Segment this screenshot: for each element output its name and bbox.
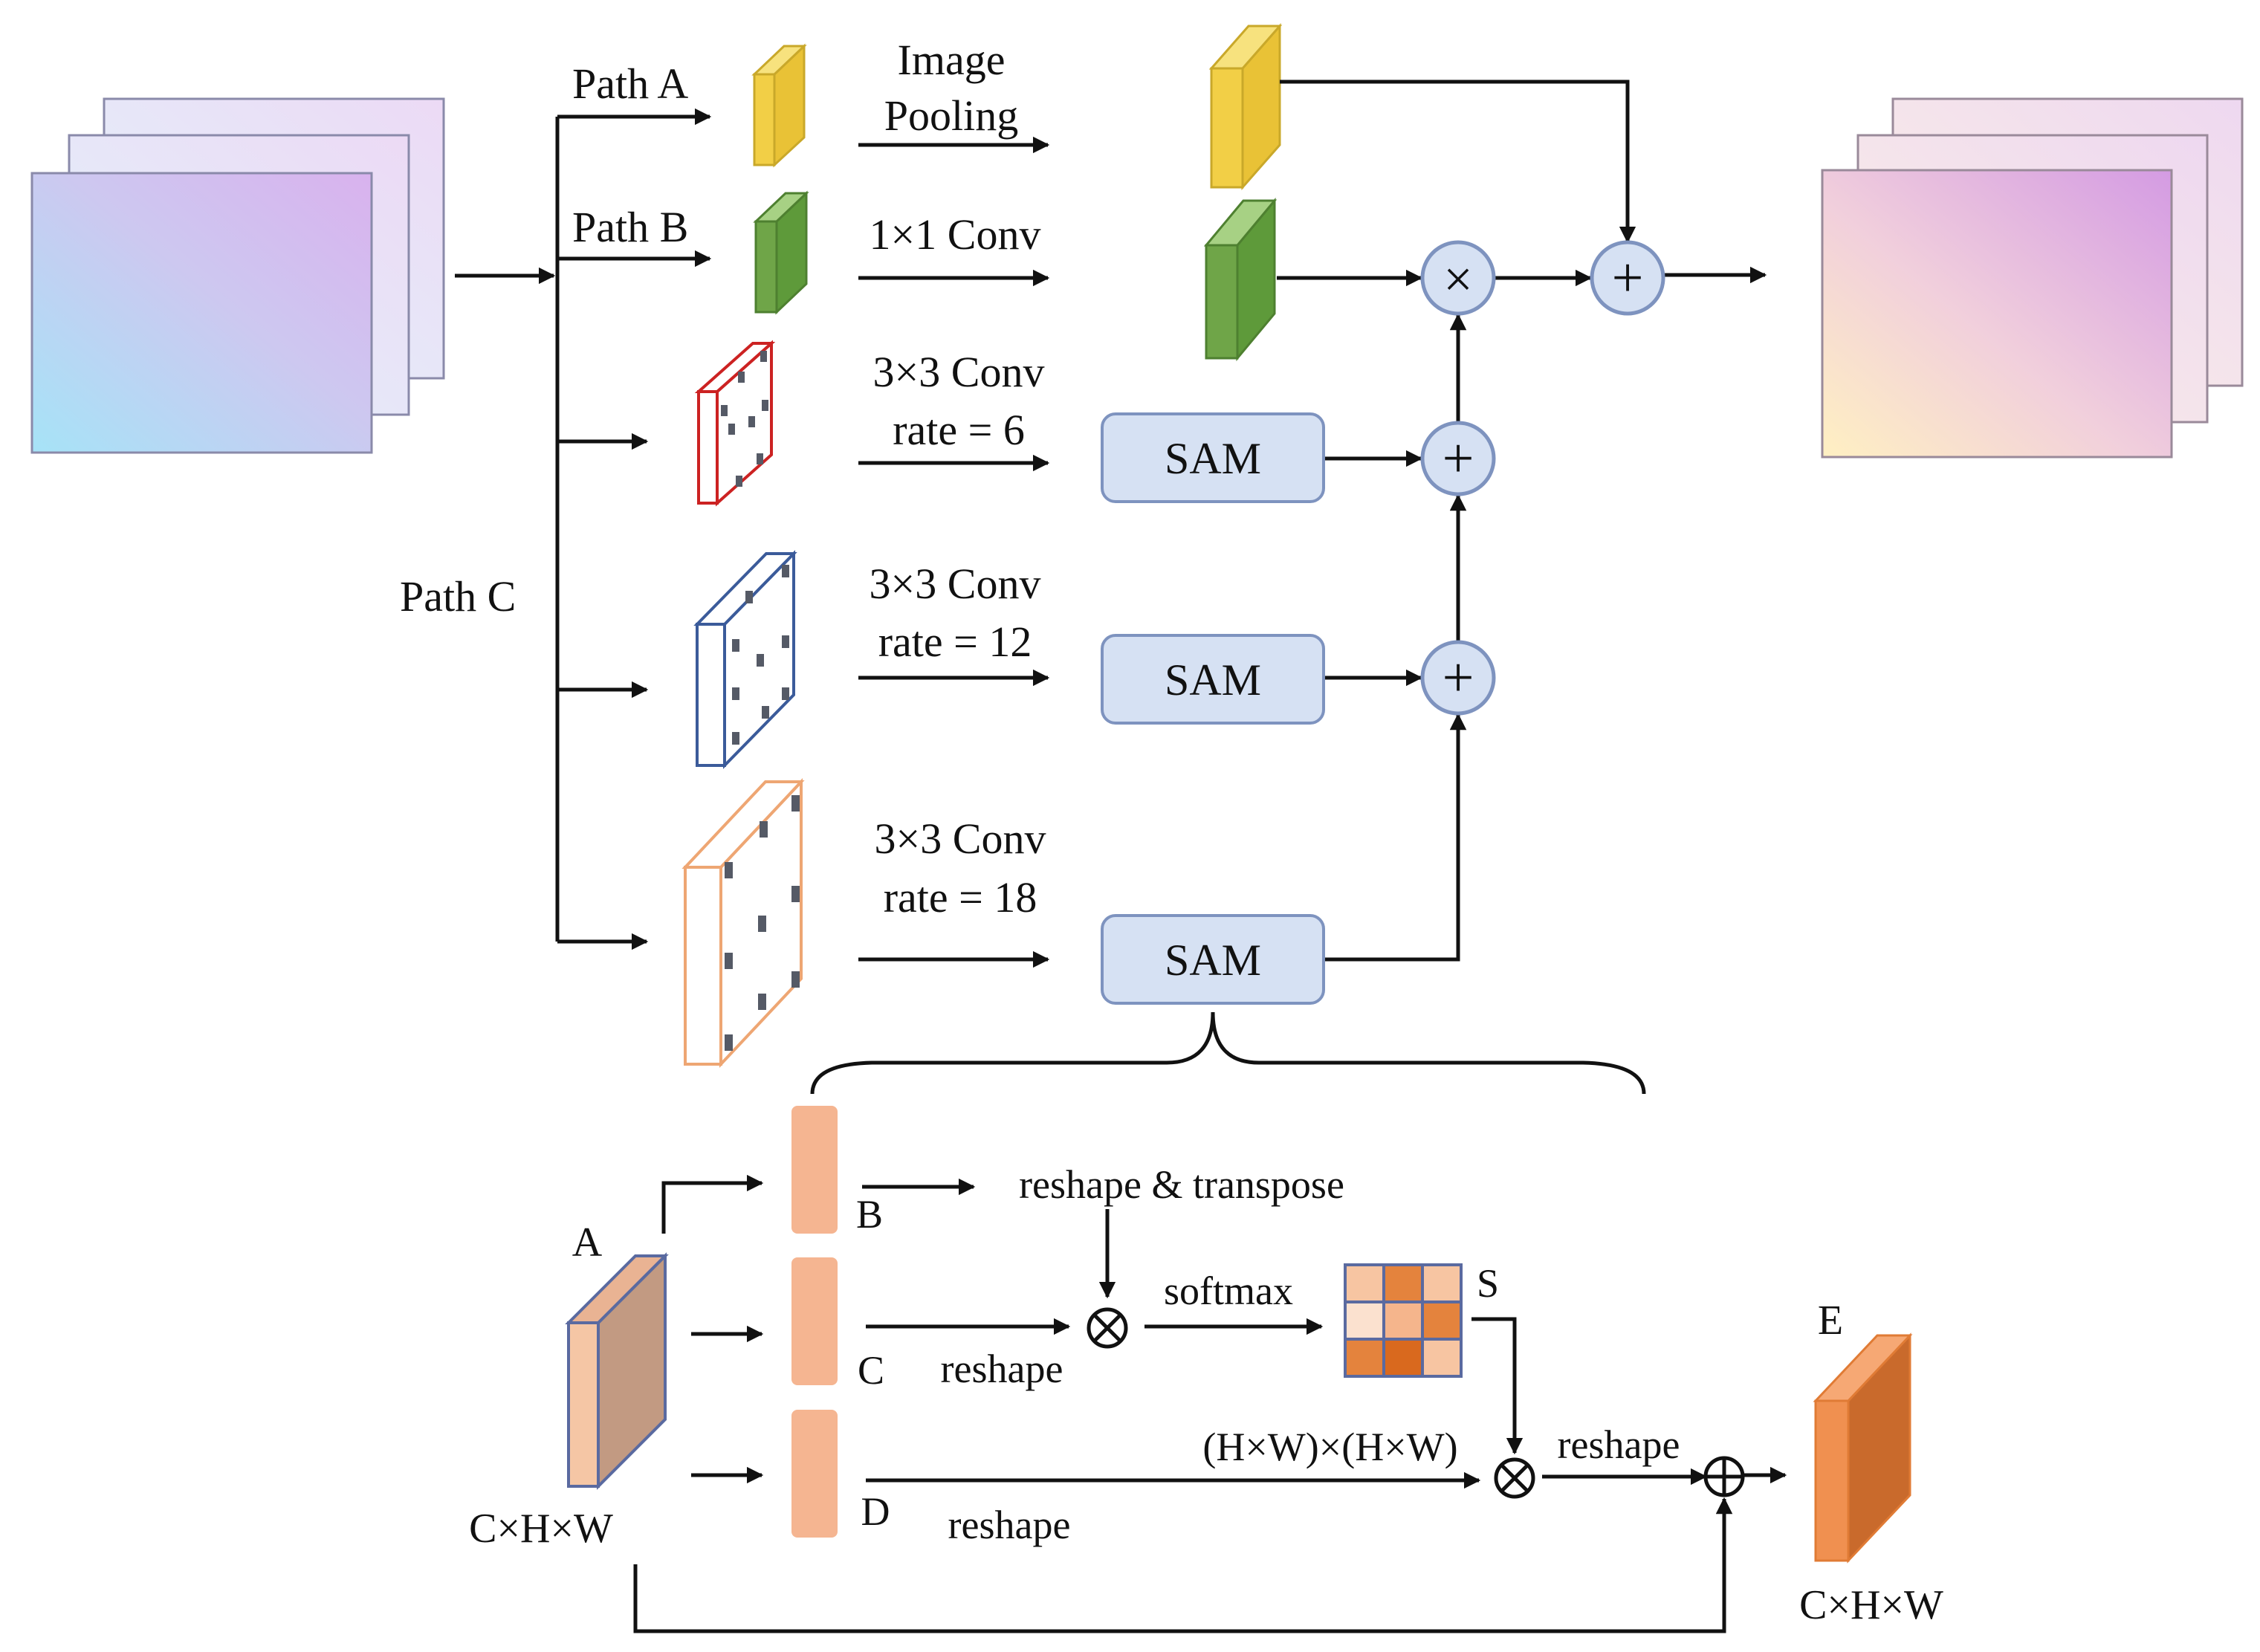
elementwise-add-operator — [1703, 1456, 1745, 1497]
sam-detail-lines — [633, 1174, 1787, 1633]
feature-a-block — [565, 1252, 669, 1490]
path-a-label: Path A — [572, 59, 688, 108]
multiply-operator: × — [1420, 240, 1496, 316]
image-pooling-label-line1: Image — [898, 36, 1006, 84]
sam-box-2-label: SAM — [1165, 655, 1261, 704]
conv1-block-small — [753, 190, 809, 315]
sam-box-3-label: SAM — [1165, 936, 1261, 985]
path-c-label: Path C — [400, 572, 516, 621]
branch-d-bar — [791, 1410, 838, 1538]
branch-c-label: C — [858, 1348, 884, 1393]
sam-box-1: SAM — [1101, 412, 1325, 503]
branch-c-bar — [791, 1257, 838, 1385]
feature-a-dims: C×H×W — [469, 1506, 613, 1552]
reshape-out-label: reshape — [1558, 1422, 1680, 1467]
sam-box-1-label: SAM — [1165, 434, 1261, 483]
input-split-lines — [455, 108, 712, 950]
add-operator-sam2: + — [1420, 640, 1496, 716]
pooling-block-large — [1208, 23, 1283, 190]
output-e-label: E — [1818, 1298, 1843, 1344]
softmax-label: softmax — [1164, 1269, 1293, 1313]
rate18-label-line1: 3×3 Conv — [875, 814, 1046, 863]
rate6-label-line1: 3×3 Conv — [873, 348, 1045, 396]
rate6-conv-block — [694, 340, 776, 507]
add-operator-top: + — [1590, 240, 1665, 316]
reshape-transpose-label: reshape & transpose — [1019, 1162, 1344, 1207]
branch-b-bar — [791, 1106, 838, 1234]
reshape-c-label: reshape — [941, 1347, 1063, 1391]
pooling-block-small — [751, 43, 807, 168]
sam-box-3: SAM — [1101, 914, 1325, 1005]
matmul-operator-2 — [1494, 1457, 1535, 1499]
rate12-label-line1: 3×3 Conv — [870, 560, 1041, 608]
rate18-conv-block — [681, 777, 805, 1069]
rate12-label-line2: rate = 12 — [878, 618, 1032, 666]
rate6-label-line2: rate = 6 — [893, 406, 1025, 454]
conv1-block-large — [1203, 197, 1278, 362]
output-e-dims: C×H×W — [1799, 1582, 1943, 1628]
branch-d-label: D — [861, 1489, 890, 1534]
branch-b-label: B — [856, 1192, 883, 1237]
multiply-symbol: × — [1443, 251, 1472, 308]
add-operator-sam1: + — [1420, 421, 1496, 496]
sam-box-2: SAM — [1101, 634, 1325, 725]
output-feature-maps — [1821, 97, 2244, 459]
sam-detail-brace — [810, 1011, 1646, 1095]
add-symbol-sam1: + — [1443, 427, 1474, 490]
path-b-label: Path B — [572, 203, 688, 251]
matmul-operator-1 — [1087, 1307, 1128, 1349]
conv1-label: 1×1 Conv — [870, 210, 1041, 259]
fusion-lines — [1277, 80, 1767, 962]
reshape-d-label: reshape — [948, 1503, 1071, 1547]
add-symbol-sam2: + — [1443, 647, 1474, 709]
hw-hw-label: (H×W)×(H×W) — [1202, 1425, 1457, 1469]
image-pooling-label-line2: Pooling — [884, 91, 1019, 140]
attention-matrix-s — [1344, 1263, 1463, 1378]
rate12-conv-block — [693, 550, 797, 769]
input-feature-maps — [30, 97, 445, 454]
output-e-block — [1813, 1332, 1913, 1564]
add-symbol-top: + — [1612, 247, 1644, 309]
matrix-s-label: S — [1477, 1261, 1499, 1306]
rate18-label-line2: rate = 18 — [884, 873, 1037, 921]
feature-a-label: A — [572, 1219, 603, 1266]
